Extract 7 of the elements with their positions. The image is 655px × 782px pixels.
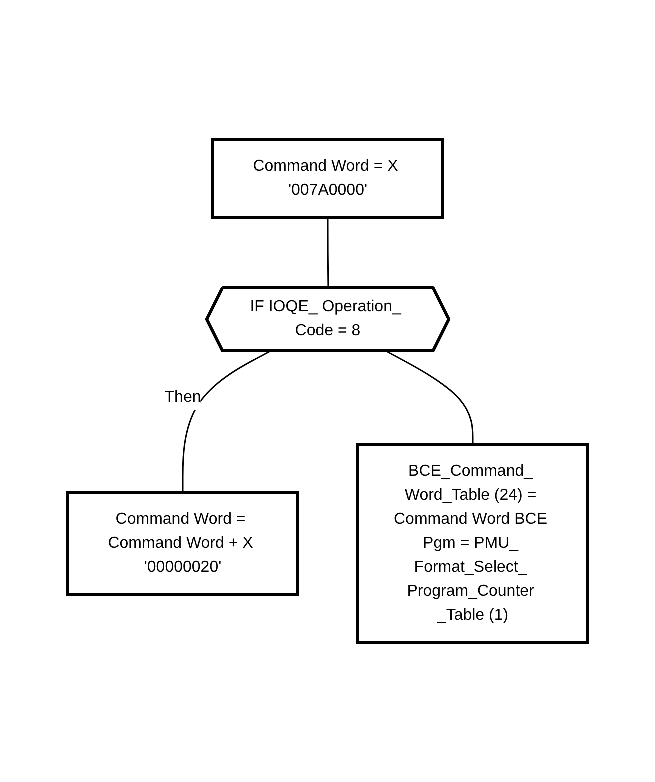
node-box: Command Word = X '007A0000' [211, 138, 444, 219]
edge-label: Then [164, 388, 201, 406]
node-box: Command Word = Command Word + X '00000020' [66, 491, 299, 596]
connector [182, 350, 270, 492]
connector [326, 218, 329, 288]
node-box: BCE_Command_ Word_Table (24) = Command Word BCE Pgm = PMU_ Format_Select_ Program_Counter _Table (1) [356, 443, 589, 644]
connector [386, 350, 474, 444]
